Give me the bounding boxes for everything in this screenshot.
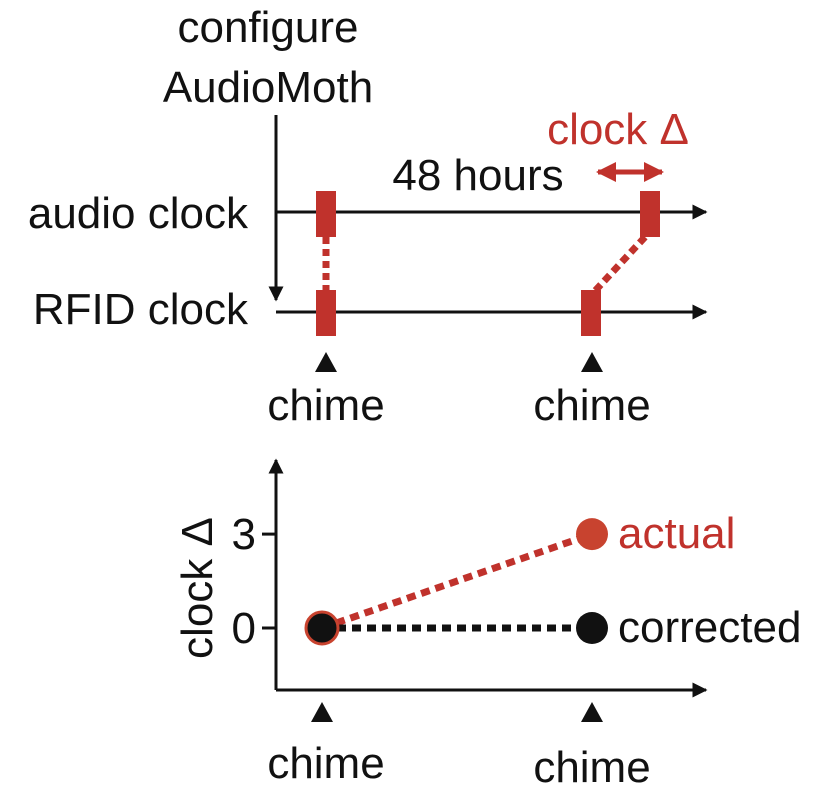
data-point-corrected-2 — [576, 612, 608, 644]
chime-triangle-bottom-2 — [581, 702, 603, 722]
series-label-actual: actual — [618, 509, 735, 558]
chime-label-top-2: chime — [533, 381, 650, 430]
y-tick-label-2: 3 — [232, 510, 256, 559]
chime-triangle-top-2 — [581, 352, 603, 372]
chime-triangle-bottom-1 — [311, 702, 333, 722]
chime-triangle-top-1 — [315, 352, 337, 372]
data-point-actual-2 — [576, 518, 608, 551]
audio-chime-marker-2 — [640, 191, 660, 237]
audio-chime-marker-1 — [316, 191, 336, 237]
data-point-origin — [304, 610, 340, 646]
series-line-actual — [320, 530, 594, 632]
rfid-clock-label: RFID clock — [33, 285, 249, 334]
x-tick-label-2: chime — [533, 743, 650, 792]
audio-clock-label: audio clock — [28, 189, 249, 238]
y-tick-label-1: 0 — [232, 604, 256, 653]
configure-label-line1: configure — [177, 3, 358, 52]
chime-label-top-1: chime — [267, 381, 384, 430]
series-label-corrected: corrected — [618, 603, 801, 652]
duration-label: 48 hours — [392, 151, 563, 200]
y-ticks: 03 — [232, 510, 276, 653]
rfid-chime-marker-2 — [581, 290, 601, 336]
rfid-chime-marker-1 — [316, 290, 336, 336]
x-tick-label-1: chime — [267, 739, 384, 788]
clock-delta-label: clock Δ — [547, 105, 689, 154]
y-axis-label: clock Δ — [173, 517, 222, 659]
series-layer: actual corrected — [304, 509, 801, 652]
configure-label-line2: AudioMoth — [163, 63, 373, 112]
sync-link-2 — [591, 234, 648, 295]
